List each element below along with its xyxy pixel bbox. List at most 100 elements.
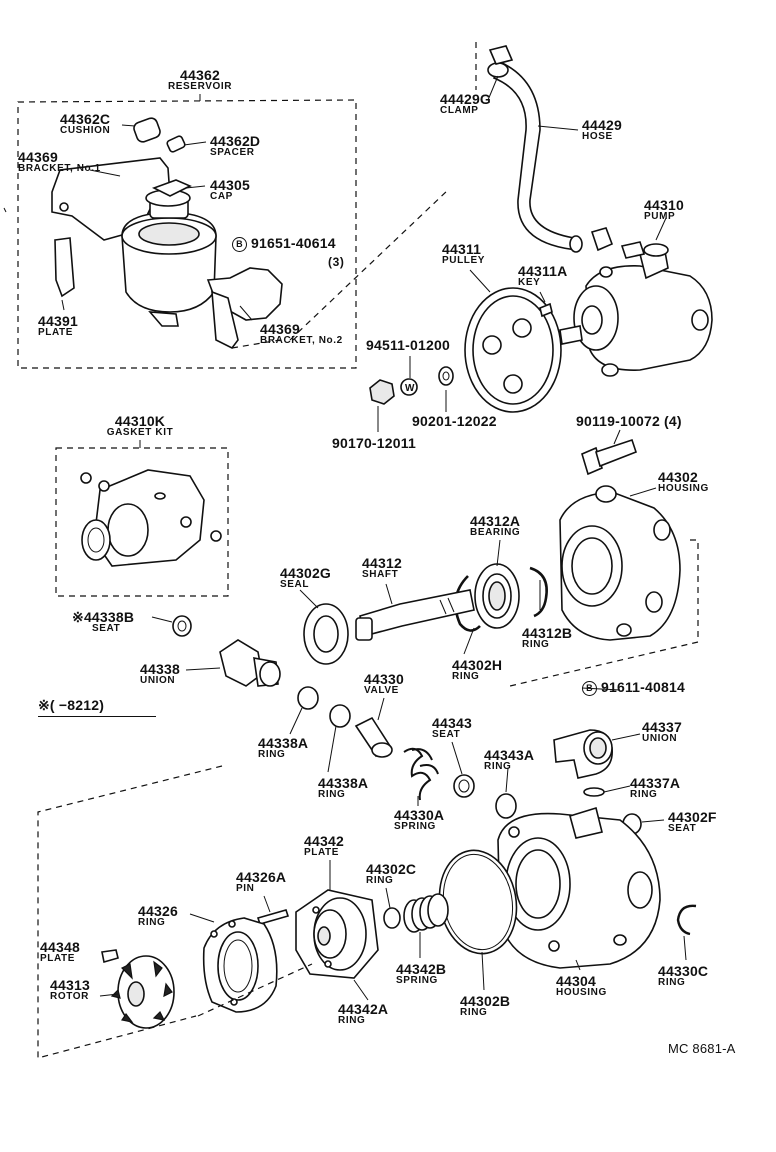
label-44312: 44312 SHAFT	[362, 556, 402, 580]
part-name: UNION	[140, 675, 176, 686]
part-name: RING	[522, 639, 550, 650]
label-44338b: ※44338B SEAT	[72, 610, 134, 634]
part-number: 44362C	[60, 111, 111, 127]
pin-illustration	[256, 909, 290, 925]
hose-leaders	[487, 75, 579, 131]
part-number: 44429	[582, 117, 622, 133]
part-name: BRACKET, No.2	[260, 335, 343, 346]
label-44302h: 44302H RING	[452, 658, 502, 682]
reservoir-group-box	[17, 94, 357, 369]
rear-housing-illustration	[497, 806, 661, 969]
part-name: PLATE	[304, 847, 340, 858]
valve-illustration	[354, 716, 393, 758]
part-number: 44342	[304, 833, 344, 849]
gasket-kit-box	[55, 440, 229, 597]
part-name: BEARING	[470, 527, 521, 538]
part-name: HOUSING	[556, 987, 607, 998]
part-name: RING	[658, 977, 686, 988]
part-number: 44304	[556, 973, 596, 989]
part-name: SEAT	[92, 623, 121, 634]
nut-washers-illustration: W	[369, 366, 454, 405]
part-number: 44302B	[460, 993, 511, 1009]
label-44362d: 44362D SPACER	[210, 134, 260, 158]
part-number: 44391	[38, 313, 78, 329]
hose-illustration	[475, 42, 614, 253]
part-number-text: 91611-40814	[601, 679, 685, 695]
label-44343a: 44343A RING	[484, 748, 534, 772]
part-number: 44337	[642, 719, 682, 735]
label-44304: 44304 HOUSING	[556, 974, 607, 998]
part-name: PLATE	[38, 327, 74, 338]
seal-illustration	[303, 603, 349, 665]
part-number: 90201-12022	[412, 413, 497, 429]
part-number: 44311A	[518, 263, 568, 279]
part-name: ROTOR	[50, 991, 89, 1002]
rotor-illustration	[110, 955, 175, 1029]
label-44302g: 44302G SEAL	[280, 566, 331, 590]
part-number: 44330	[364, 671, 404, 687]
part-number: 44302G	[280, 565, 332, 581]
part-name: RING	[452, 671, 480, 682]
label-44362: 44362 RESERVOIR	[168, 68, 232, 92]
label-44342a: 44342A RING	[338, 1002, 388, 1026]
label-90170: 90170-12011	[332, 436, 416, 450]
part-number: 44369	[260, 321, 300, 337]
nut-washers-leaders	[377, 356, 447, 432]
label-44337a: 44337A RING	[630, 776, 680, 800]
reservoir-leaders	[61, 124, 281, 349]
part-name: RING	[258, 749, 286, 760]
label-44326: 44326 RING	[138, 904, 178, 928]
part-number: 44362	[180, 67, 220, 83]
union-44338-illustration	[219, 639, 281, 687]
label-44369-bracket2: 44369 BRACKET, No.2	[260, 322, 343, 346]
part-name: RING	[630, 789, 658, 800]
part-name: HOUSING	[658, 483, 709, 494]
cam-ring-illustration	[202, 917, 278, 1013]
part-number: 44343	[432, 715, 472, 731]
label-44330: 44330 VALVE	[364, 672, 404, 696]
part-number: 44312B	[522, 625, 573, 641]
label-44312b: 44312B RING	[522, 626, 572, 650]
part-name: RING	[366, 875, 394, 886]
part-name: CAP	[210, 191, 233, 202]
label-44337: 44337 UNION	[642, 720, 682, 744]
date-note-text: ※( −8212)	[38, 697, 105, 713]
part-number: ※44338B	[72, 610, 134, 624]
part-name: CLAMP	[440, 105, 479, 116]
label-44338a-2: 44338A RING	[318, 776, 368, 800]
part-number: 44330A	[394, 807, 445, 823]
bolt-illustration	[581, 438, 637, 476]
label-44342: 44342 PLATE	[304, 834, 344, 858]
label-44391: 44391 PLATE	[38, 314, 78, 338]
label-44310: 44310 PUMP	[644, 198, 684, 222]
part-name: VALVE	[364, 685, 399, 696]
part-name: PUMP	[644, 211, 676, 222]
svg-text:W: W	[405, 383, 415, 394]
ring-44330c-illustration	[676, 904, 697, 936]
part-number: 90119-10072 (4)	[576, 413, 682, 429]
shaft-illustration	[355, 589, 475, 641]
asterisk-mark: ※	[72, 609, 84, 625]
part-number: 44312	[362, 555, 402, 571]
part-name: PLATE	[40, 953, 76, 964]
part-name: SPRING	[394, 821, 436, 832]
part-number: 44337A	[630, 775, 681, 791]
part-number: 44348	[40, 939, 80, 955]
part-name: CUSHION	[60, 125, 111, 136]
part-name: SPACER	[210, 147, 255, 158]
label-44326a: 44326A PIN	[236, 870, 286, 894]
part-number: 90170-12011	[332, 435, 416, 451]
part-number: 44302H	[452, 657, 503, 673]
key-illustration	[539, 302, 553, 318]
spring-44342b-illustration	[403, 893, 449, 933]
part-number: 44342B	[396, 961, 447, 977]
part-number: 44312A	[470, 513, 521, 529]
reservoir-illustration	[51, 117, 283, 350]
label-44369-bracket1: 44369 BRACKET, No.1	[18, 150, 101, 174]
part-name: GASKET KIT	[106, 427, 174, 438]
part-number: 44310K	[114, 413, 166, 429]
part-number: 44302C	[366, 861, 417, 877]
label-44338: 44338 UNION	[140, 662, 180, 686]
part-number: 44310	[644, 197, 684, 213]
